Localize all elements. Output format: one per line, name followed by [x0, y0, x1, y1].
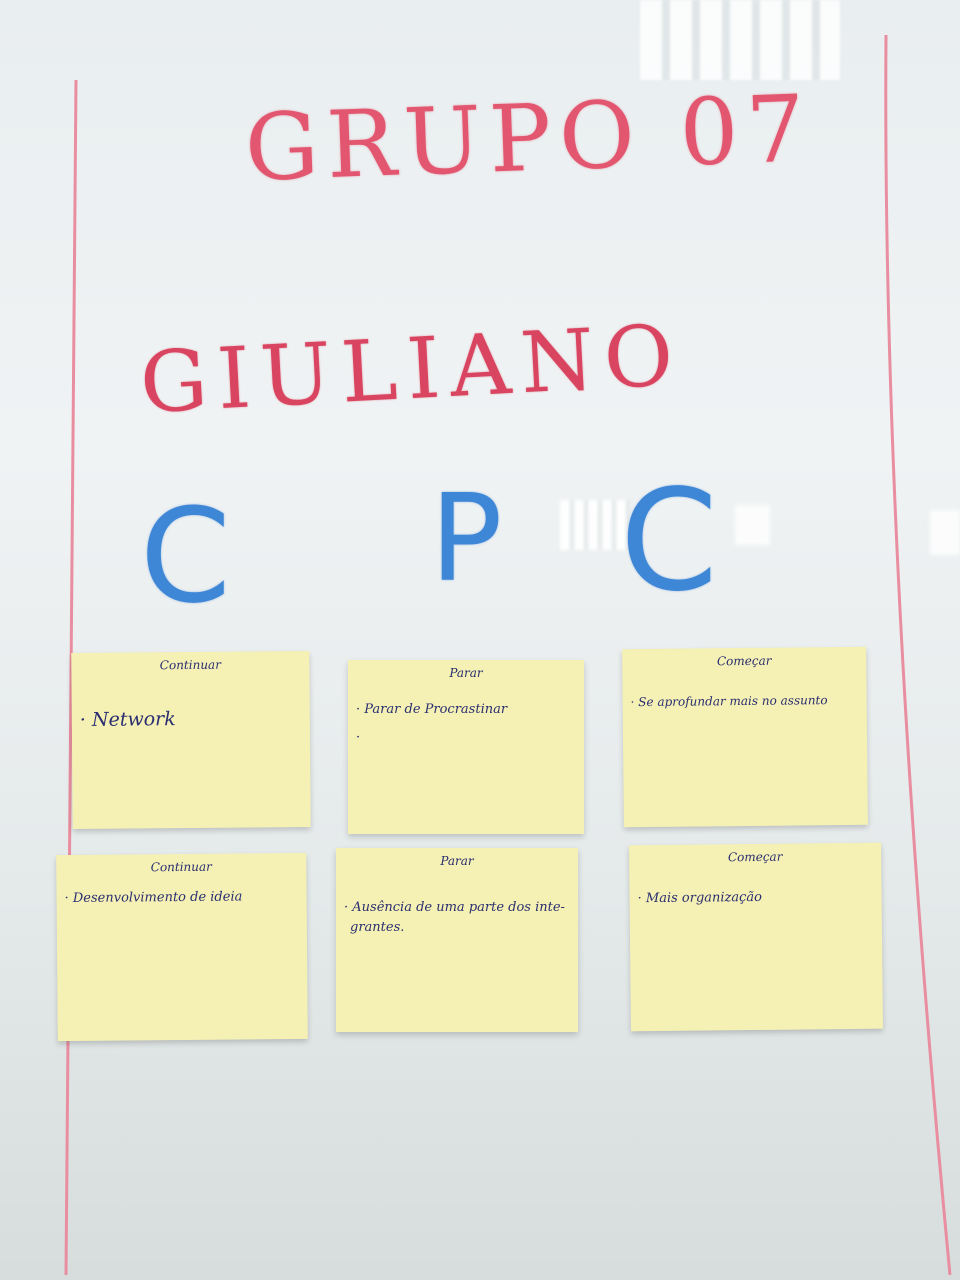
right-border-line: [884, 34, 952, 1276]
light-reflection: [560, 500, 630, 550]
light-reflection: [930, 510, 960, 555]
light-reflection: [640, 0, 840, 80]
sticky-note-start-1: Começar · Se aprofundar mais no assunto: [622, 646, 868, 828]
note-heading: Começar: [716, 653, 772, 669]
cpc-letter-continue: C: [140, 480, 231, 632]
note-heading: Parar: [440, 854, 474, 868]
light-reflection: [735, 505, 770, 545]
note-heading: Continuar: [150, 859, 212, 875]
sticky-note-stop-2: Parar · Ausência de uma parte dos inte- …: [336, 848, 578, 1032]
note-item: · Desenvolvimento de ideia: [64, 889, 243, 907]
cpc-letter-stop: P: [430, 470, 503, 609]
sticky-note-start-2: Começar · Mais organização: [629, 842, 883, 1032]
sticky-note-continue-1: Continuar · Network: [71, 650, 311, 830]
note-item: · Network: [79, 708, 176, 731]
sticky-note-continue-2: Continuar · Desenvolvimento de ideia: [56, 852, 308, 1042]
note-item: grantes.: [350, 920, 405, 935]
note-item: ·: [356, 730, 361, 745]
note-heading: Parar: [449, 666, 483, 680]
note-item: · Se aprofundar mais no assunto: [630, 693, 828, 710]
note-heading: Começar: [727, 849, 783, 865]
board-title: GRUPO 07: [243, 75, 815, 202]
note-item: · Parar de Procrastinar: [356, 702, 508, 717]
cpc-letter-start: C: [620, 460, 718, 623]
note-heading: Continuar: [159, 657, 221, 673]
note-item: · Ausência de uma parte dos inte-: [344, 900, 565, 915]
note-item: · Mais organização: [637, 889, 763, 907]
left-border-line: [64, 79, 78, 1276]
sticky-note-stop-1: Parar · Parar de Procrastinar ·: [348, 660, 584, 834]
